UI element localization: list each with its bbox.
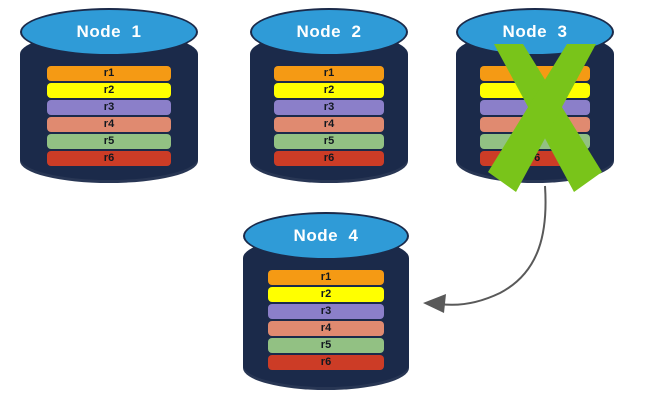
record-r6[interactable]: r6 — [479, 151, 591, 166]
record-r6[interactable]: r6 — [267, 355, 385, 370]
record-r1[interactable]: r1 — [267, 270, 385, 285]
node-4-title: Node 4 — [293, 226, 359, 245]
record-r5[interactable]: r5 — [46, 134, 172, 149]
node-1-title: Node 1 — [76, 22, 142, 41]
node-3-records: r1 r2 r3 r4 r5 r6 — [456, 66, 614, 166]
node-2-title: Node 2 — [296, 22, 362, 41]
record-r3[interactable]: r3 — [267, 304, 385, 319]
node-1-cylinder-top — [20, 8, 198, 56]
node-1-records: r1 r2 r3 r4 r5 r6 — [20, 66, 198, 166]
record-r3[interactable]: r3 — [273, 100, 385, 115]
record-r5[interactable]: r5 — [273, 134, 385, 149]
node-2-records: r1 r2 r3 r4 r5 r6 — [250, 66, 408, 166]
record-r2[interactable]: r2 — [46, 83, 172, 98]
node-3[interactable]: Node 3 r1 r2 r3 r4 r5 r6 — [456, 8, 614, 183]
node-4-cylinder-top — [243, 212, 409, 260]
node-4[interactable]: Node 4 r1 r2 r3 r4 r5 r6 — [243, 212, 409, 390]
record-r1[interactable]: r1 — [273, 66, 385, 81]
record-r5[interactable]: r5 — [479, 134, 591, 149]
record-r4[interactable]: r4 — [273, 117, 385, 132]
record-r1[interactable]: r1 — [46, 66, 172, 81]
node-2-cylinder-top — [250, 8, 408, 56]
record-r2[interactable]: r2 — [273, 83, 385, 98]
record-r5[interactable]: r5 — [267, 338, 385, 353]
failover-arrow-head-icon — [423, 294, 446, 313]
record-r6[interactable]: r6 — [273, 151, 385, 166]
record-r2[interactable]: r2 — [267, 287, 385, 302]
failover-arrow-curve — [439, 185, 547, 306]
record-r3[interactable]: r3 — [479, 100, 591, 115]
node-1[interactable]: Node 1 r1 r2 r3 r4 r5 r6 — [20, 8, 198, 183]
record-r4[interactable]: r4 — [479, 117, 591, 132]
node-2[interactable]: Node 2 r1 r2 r3 r4 r5 r6 — [250, 8, 408, 183]
node-4-records: r1 r2 r3 r4 r5 r6 — [243, 270, 409, 370]
record-r1[interactable]: r1 — [479, 66, 591, 81]
record-r4[interactable]: r4 — [267, 321, 385, 336]
record-r4[interactable]: r4 — [46, 117, 172, 132]
node-3-title: Node 3 — [502, 22, 568, 41]
record-r2[interactable]: r2 — [479, 83, 591, 98]
record-r6[interactable]: r6 — [46, 151, 172, 166]
record-r3[interactable]: r3 — [46, 100, 172, 115]
